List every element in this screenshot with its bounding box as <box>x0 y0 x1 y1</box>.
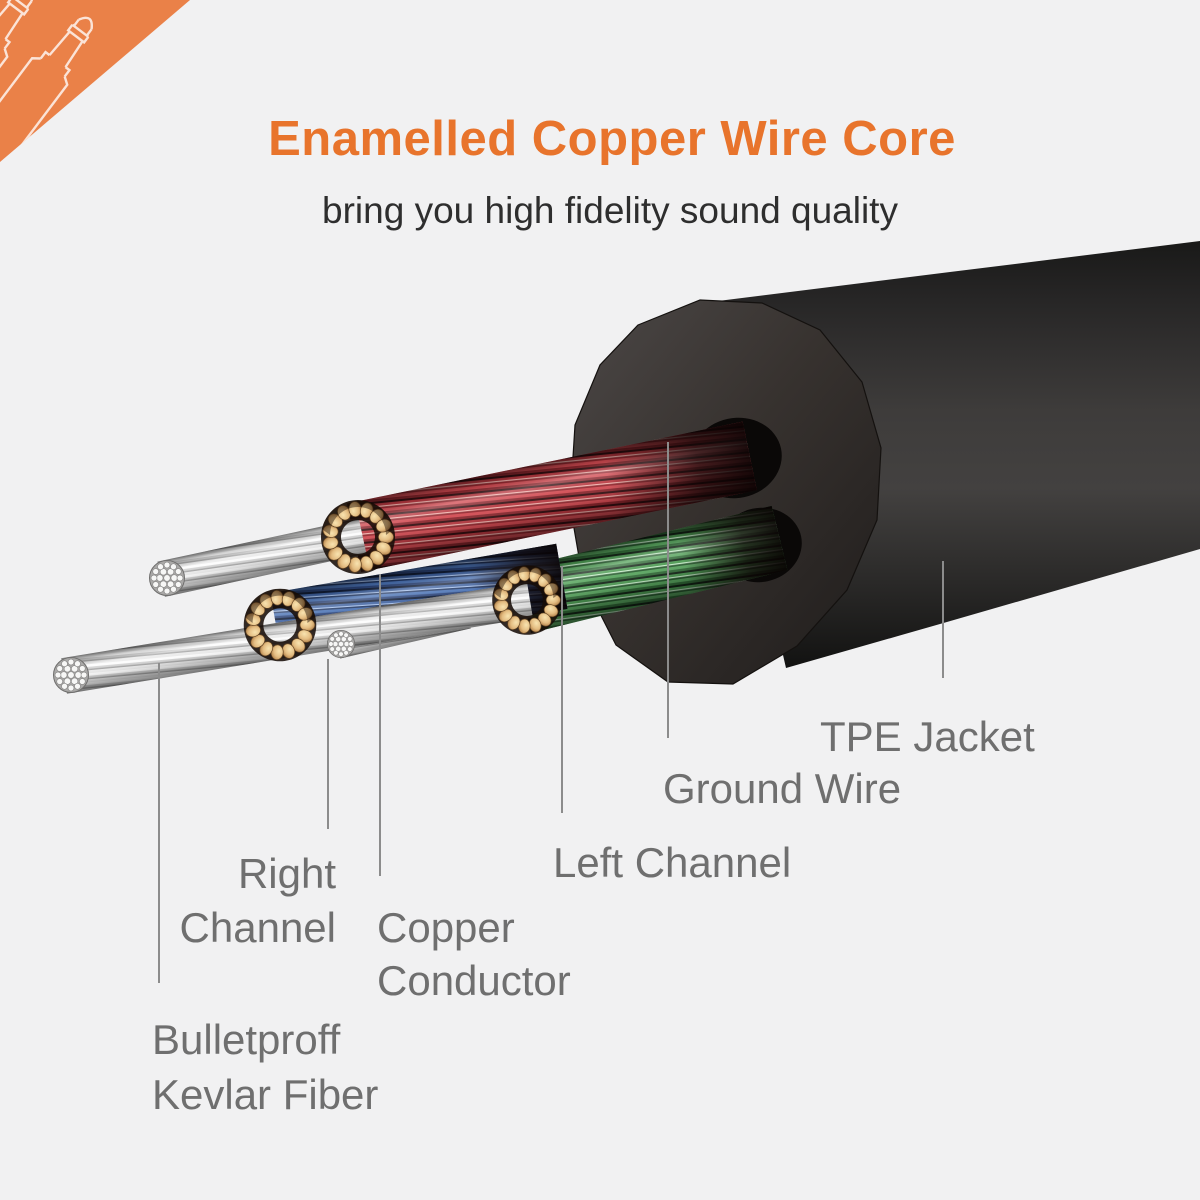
kevlar-face-lower <box>53 657 89 693</box>
signal-wire-red <box>346 421 757 573</box>
label-ground-wire: Ground Wire <box>663 765 901 812</box>
left-channel-wire <box>515 505 788 634</box>
label-kevlar-line2: Kevlar Fiber <box>152 1071 378 1118</box>
label-tpe-jacket: TPE Jacket <box>820 713 1035 760</box>
corner-badge <box>0 0 190 162</box>
kevlar-face-upper <box>149 560 185 596</box>
corner-triangle <box>0 0 190 162</box>
label-right-channel-line2: Channel <box>180 904 336 951</box>
label-copper-conductor-line1: Copper <box>377 904 515 951</box>
part-labels: TPE Jacket Ground Wire Left Channel Righ… <box>152 713 1035 1118</box>
kevlar-bundle-upper <box>157 518 367 597</box>
label-right-channel-line1: Right <box>238 850 336 897</box>
kevlar-face-small <box>326 629 356 659</box>
label-left-channel: Left Channel <box>553 839 791 886</box>
leader-lines <box>158 442 944 983</box>
label-copper-conductor-line2: Conductor <box>377 957 571 1004</box>
page-subtitle: bring you high fidelity sound quality <box>322 190 898 231</box>
page-title: Enamelled Copper Wire Core <box>268 112 956 166</box>
label-kevlar-line1: Bulletproff <box>152 1016 341 1063</box>
